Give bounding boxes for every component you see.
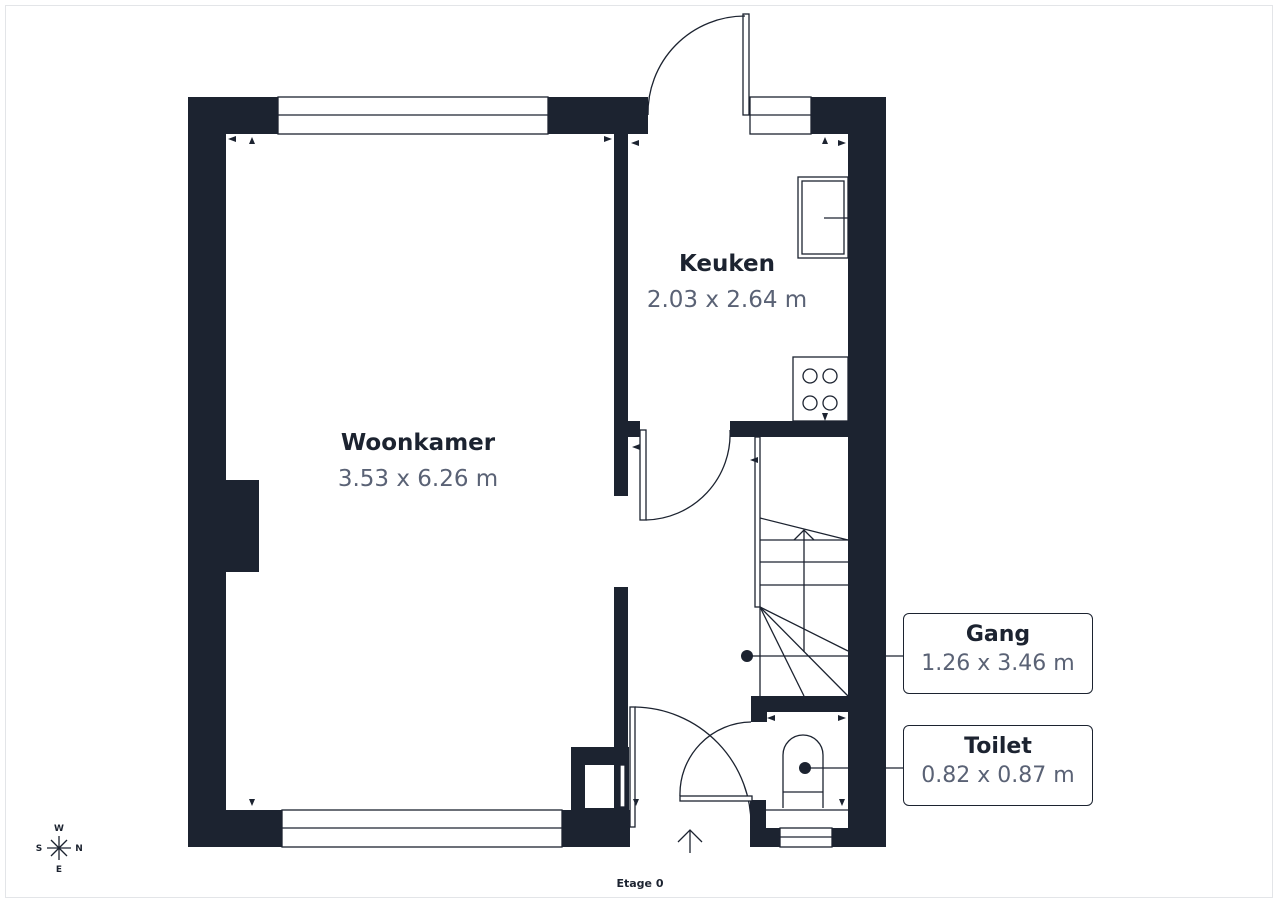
kitchen-sink-icon (797, 176, 849, 259)
page-border (5, 5, 1273, 898)
compass-north: N (75, 844, 83, 854)
callout-gang: Gang 1.26 x 3.46 m (903, 613, 1093, 694)
callout-toilet: Toilet 0.82 x 0.87 m (903, 725, 1093, 806)
compass-west: W (54, 824, 64, 834)
room-dims-keuken: 2.03 x 2.64 m (647, 287, 807, 313)
compass-south: S (36, 844, 42, 854)
floor-label: Etage 0 (616, 877, 664, 890)
stove-icon (792, 356, 849, 422)
walls (188, 97, 886, 847)
room-name-woonkamer: Woonkamer (341, 430, 496, 456)
toilet-icon (782, 734, 824, 808)
room-dims-woonkamer: 3.53 x 6.26 m (338, 466, 498, 492)
room-dims-gang: 1.26 x 3.46 m (921, 651, 1075, 676)
windows (277, 96, 848, 848)
room-dims-toilet: 0.82 x 0.87 m (921, 763, 1075, 788)
compass-icon: W E S N (36, 824, 83, 875)
dimension-markers (228, 136, 846, 806)
compass-east: E (56, 865, 62, 875)
doors (619, 13, 753, 829)
room-name-toilet: Toilet (964, 734, 1032, 759)
room-name-keuken: Keuken (679, 251, 775, 277)
entrance-arrow-icon (677, 829, 703, 853)
room-name-gang: Gang (965, 622, 1031, 647)
stairs (754, 436, 849, 697)
callout-pointers (741, 650, 903, 774)
